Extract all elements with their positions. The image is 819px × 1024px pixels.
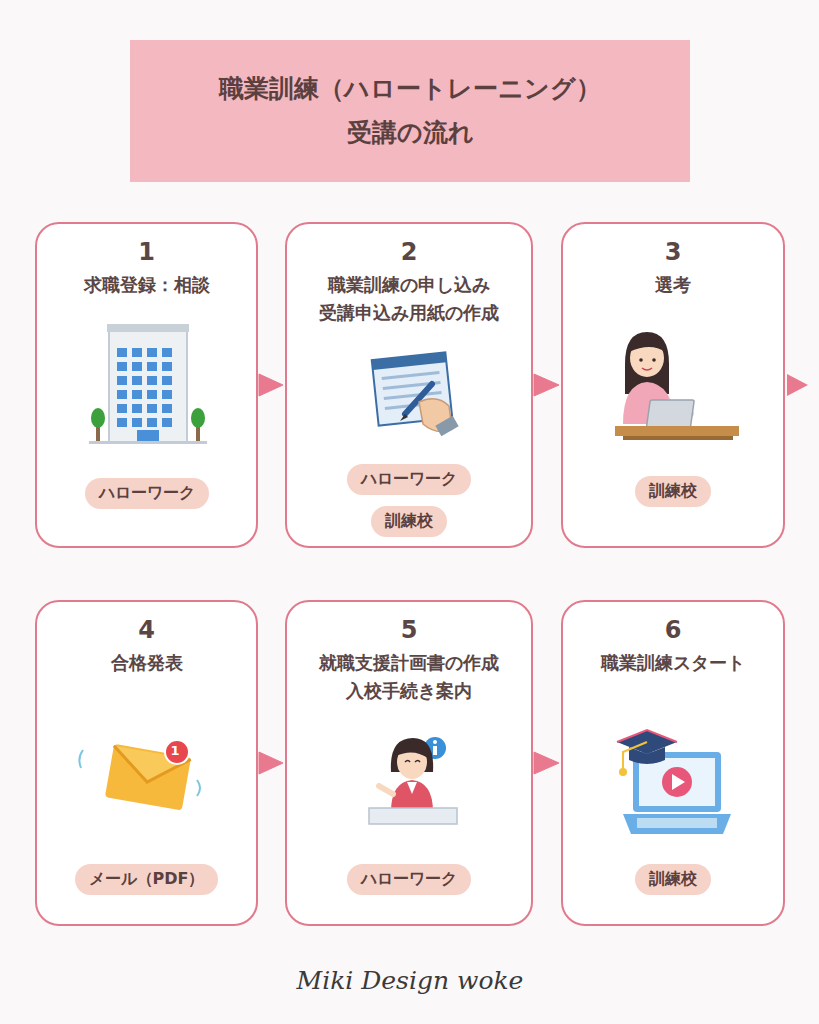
place-tag: ハローワーク [347, 464, 471, 495]
step-heading: 就職支援計画書の作成 入校手続き案内 [295, 649, 523, 705]
place-tag-text: 訓練校 [649, 869, 697, 890]
place-tag-text: メール（PDF） [89, 869, 205, 890]
step-heading: 職業訓練の申し込み 受講申込み用紙の作成 [295, 271, 523, 327]
step-number: 1 [37, 238, 256, 267]
step-number: 3 [563, 238, 783, 267]
place-tag: ハローワーク [347, 864, 471, 895]
step-number: 5 [287, 616, 531, 645]
title-band: 職業訓練（ハロートレーニング） 受講の流れ [130, 40, 690, 182]
continue-arrow [787, 374, 808, 396]
place-tag: 訓練校 [635, 864, 711, 895]
flow-arrow [259, 752, 283, 774]
flow-arrow [534, 374, 559, 396]
step-illustration [287, 224, 530, 545]
watermark: Miki Design woke [297, 966, 524, 995]
place-tag: ハローワーク [85, 478, 209, 509]
place-tag-text: ハローワーク [99, 483, 195, 504]
flow-arrow [259, 374, 283, 396]
place-tag-text: ハローワーク [361, 869, 457, 890]
badge-number: 1 [170, 743, 179, 758]
step-box: 3 選考訓練校 [561, 222, 785, 548]
place-tag: メール（PDF） [75, 864, 219, 895]
step-heading: 合格発表 [45, 649, 248, 677]
step-heading: 職業訓練スタート [571, 649, 775, 677]
place-tag: 訓練校 [371, 506, 447, 537]
place-tag-text: 訓練校 [385, 511, 433, 532]
step-number: 2 [287, 238, 531, 267]
step-box: 2 職業訓練の申し込み 受講申込み用紙の作成ハローワーク訓練校 [285, 222, 533, 548]
step-box: 5 就職支援計画書の作成 入校手続き案内ハローワーク [285, 600, 533, 926]
step-box: 1 求職登録：相談ハローワーク [35, 222, 258, 548]
step-number: 4 [37, 616, 256, 645]
flow-arrow [534, 752, 559, 774]
place-tag: 訓練校 [635, 476, 711, 507]
place-tag-text: ハローワーク [361, 469, 457, 490]
step-number: 6 [563, 616, 783, 645]
step-box: 6 職業訓練スタート訓練校 [561, 600, 785, 926]
step-heading: 選考 [571, 271, 775, 299]
title: 職業訓練（ハロートレーニング） 受講の流れ [200, 67, 620, 155]
step-heading: 求職登録：相談 [45, 271, 248, 299]
step-box: 4 合格発表メール（PDF） [35, 600, 258, 926]
place-tag-text: 訓練校 [649, 481, 697, 502]
